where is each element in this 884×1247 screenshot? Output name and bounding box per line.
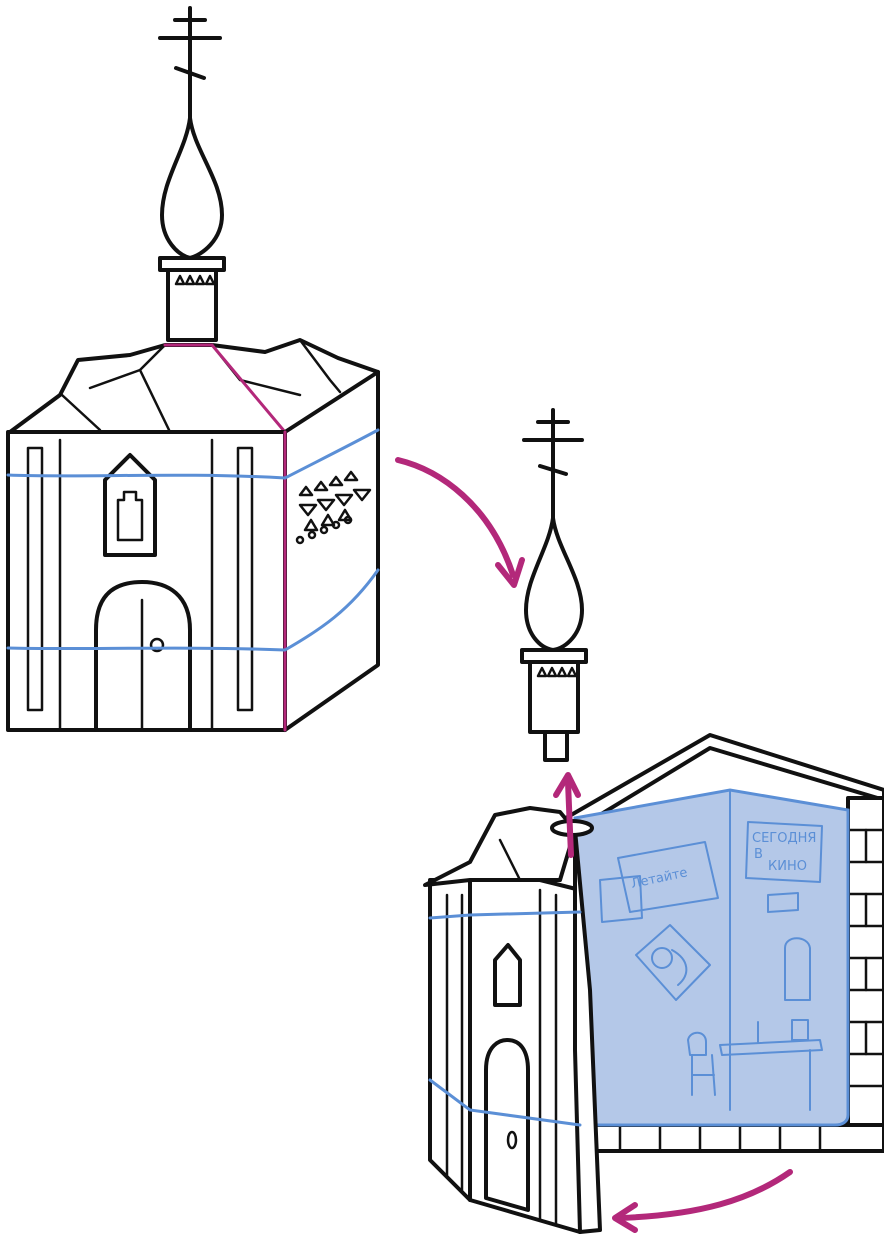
opened-door [486,1040,528,1210]
chapel-opened: Летайте СЕГОДНЯ В КИНО [425,735,884,1232]
side-facade [285,372,378,730]
poster-cinema-mid: В [754,847,763,862]
chapel-whole [8,8,378,730]
arrow-opening [615,1172,790,1230]
opened-roof [425,808,575,885]
arrow-to-dome [398,460,522,585]
poster-cinema-bottom: КИНО [768,859,807,874]
removed-dome [522,410,586,760]
cross-top [160,8,220,118]
opened-front-facade [430,880,470,1200]
poster-cinema-top: СЕГОДНЯ [752,831,816,846]
onion-dome [162,118,222,258]
